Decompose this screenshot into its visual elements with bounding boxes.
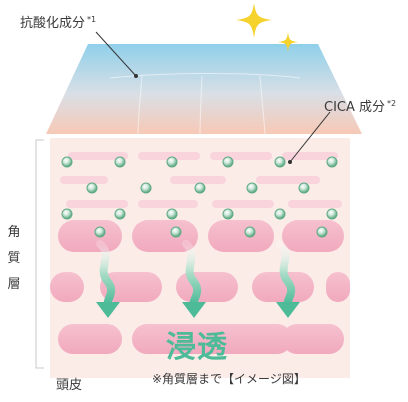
antioxidant-footnote-mark: *1 bbox=[87, 14, 97, 24]
antioxidant-leader bbox=[95, 31, 137, 77]
top-protective-layer bbox=[46, 44, 362, 134]
stratum-corneum-label: 角質層 bbox=[7, 225, 21, 292]
arrow-right bbox=[276, 240, 300, 318]
arrow-middle bbox=[182, 240, 206, 318]
scalp-label: 頭皮 bbox=[56, 378, 83, 393]
cica-label: CICA 成分*2 bbox=[324, 96, 396, 115]
sparkle-large-icon bbox=[236, 3, 272, 38]
cica-footnote-mark: *2 bbox=[387, 98, 397, 108]
cica-text: CICA 成分 bbox=[324, 100, 386, 115]
cica-leader-dot bbox=[288, 160, 292, 164]
sparkle-small-icon bbox=[278, 32, 298, 52]
arrow-left bbox=[96, 240, 120, 318]
thin-cell-bars bbox=[60, 152, 342, 208]
antioxidant-leader-dot bbox=[134, 74, 138, 78]
image-note: ※角質層まで【イメージ図】 bbox=[152, 372, 306, 386]
antioxidant-label: 抗酸化成分*1 bbox=[20, 12, 96, 31]
ingredient-dots bbox=[61, 156, 338, 238]
antioxidant-text: 抗酸化成分 bbox=[20, 16, 86, 31]
cica-leader bbox=[289, 111, 331, 163]
stratum-bracket bbox=[35, 139, 44, 369]
penetration-arrows bbox=[96, 240, 300, 318]
large-cells bbox=[50, 220, 350, 354]
penetration-label: 浸透 bbox=[166, 330, 228, 365]
